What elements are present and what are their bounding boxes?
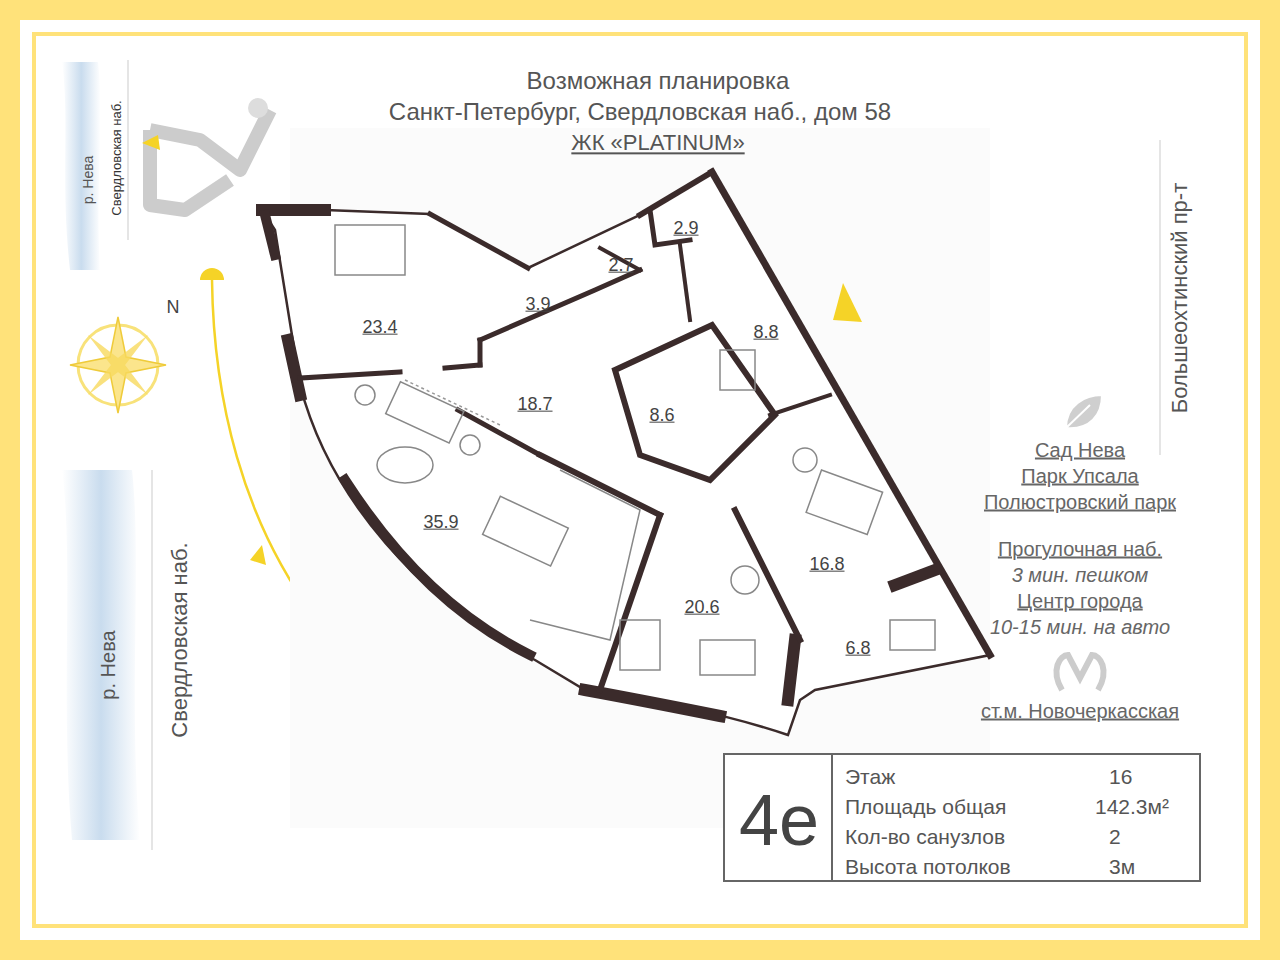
field-value: 2	[1109, 825, 1121, 849]
apartment-type: 4е	[739, 779, 819, 862]
room-area: 18.7	[517, 394, 552, 415]
location-marker	[142, 135, 160, 150]
metro-icon	[1056, 655, 1103, 690]
river	[62, 470, 140, 840]
park-icon	[1066, 395, 1102, 428]
entrance-marker	[833, 283, 862, 322]
street-line	[127, 60, 129, 240]
opening	[405, 380, 500, 425]
metro-station: ст.м. Новочеркасская	[981, 700, 1179, 723]
sun-arrow	[250, 545, 266, 565]
room-area: 2.7	[608, 255, 633, 276]
room-area: 20.6	[684, 597, 719, 618]
field-value: 142.3м²	[1095, 795, 1169, 819]
park-name: Полюстровский парк	[984, 491, 1176, 514]
outer-wall	[262, 172, 990, 735]
furniture	[335, 225, 935, 675]
field-value: 3м	[1109, 855, 1135, 879]
north-mark: N	[167, 297, 180, 318]
field-name: Этаж	[845, 765, 895, 789]
room-area: 23.4	[362, 317, 397, 338]
travel-time: 10-15 мин. на авто	[990, 616, 1170, 639]
street-name: Свердловская наб.	[167, 542, 192, 737]
street-line	[1159, 140, 1161, 455]
white-panel	[20, 20, 1260, 940]
address: Санкт-Петербург, Свердловская наб., дом …	[389, 98, 891, 126]
street-line	[151, 470, 153, 850]
place-name: Прогулочная наб.	[998, 538, 1162, 561]
room-area: 3.9	[525, 294, 550, 315]
park-name: Сад Нева	[1035, 439, 1125, 462]
river-name: р. Нева	[97, 630, 120, 699]
compass-rose	[70, 317, 166, 413]
field-name: Площадь общая	[845, 795, 1006, 819]
room-area: 2.9	[673, 218, 698, 239]
river	[62, 62, 101, 270]
river-name: р. Нева	[80, 156, 96, 205]
room-area: 6.8	[845, 638, 870, 659]
street-name: Большеохтинский пр-т	[1167, 183, 1192, 414]
district-icon	[248, 98, 268, 118]
room-area: 8.8	[753, 322, 778, 343]
street-name: Свердловская наб.	[110, 100, 125, 215]
park-name: Парк Упсала	[1021, 465, 1138, 488]
room-area: 35.9	[423, 512, 458, 533]
field-name: Кол-во санузлов	[845, 825, 1005, 849]
place-name: Центр города	[1017, 590, 1142, 613]
table-divider	[831, 755, 833, 880]
info-table: 4е Этаж 16Площадь общая 142.3м² Кол-во сануз…	[723, 753, 1201, 882]
field-value: 16	[1109, 765, 1132, 789]
room-area: 8.6	[649, 405, 674, 426]
sunrise	[200, 268, 224, 280]
walls	[262, 172, 990, 716]
field-name: Высота потолков	[845, 855, 1011, 879]
plan-title: Возможная планировка	[527, 67, 790, 95]
travel-time: 3 мин. пешком	[1012, 564, 1149, 587]
district-icon	[150, 110, 270, 210]
room-area: 16.8	[809, 554, 844, 575]
inner-frame	[34, 34, 1246, 926]
complex-name: ЖК «PLATINUM»	[571, 130, 744, 155]
